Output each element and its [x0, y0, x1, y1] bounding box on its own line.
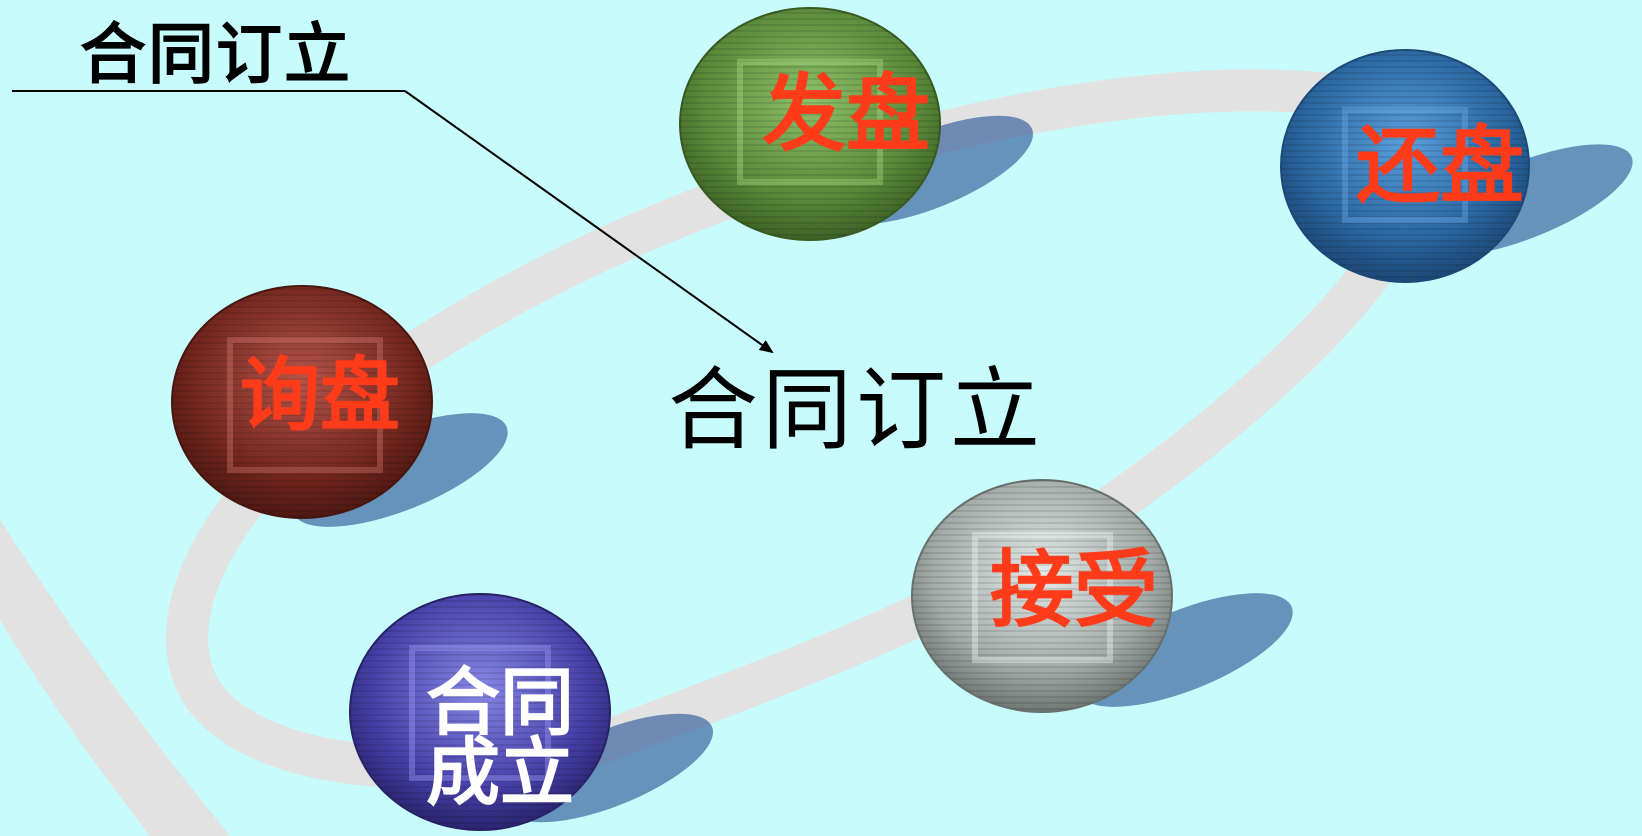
center-label: 合同订立: [668, 358, 1044, 463]
background-band: [0, 520, 230, 836]
node-label-chengli: 合同成立: [426, 660, 574, 817]
node-huanpan: [1280, 49, 1530, 283]
node-jieshou: [911, 479, 1173, 713]
node-label-jieshou: 接受: [990, 541, 1159, 639]
node-xunpan: [171, 285, 433, 519]
title-label: 合同订立: [80, 16, 352, 93]
pointer-arrow: [404, 90, 774, 354]
node-label-xunpan: 询盘: [240, 349, 400, 442]
node-chengli: [349, 593, 611, 831]
node-label-huanpan: 还盘: [1356, 117, 1525, 215]
node-fapan: [679, 7, 941, 241]
node-label-fapan: 发盘: [762, 65, 931, 163]
